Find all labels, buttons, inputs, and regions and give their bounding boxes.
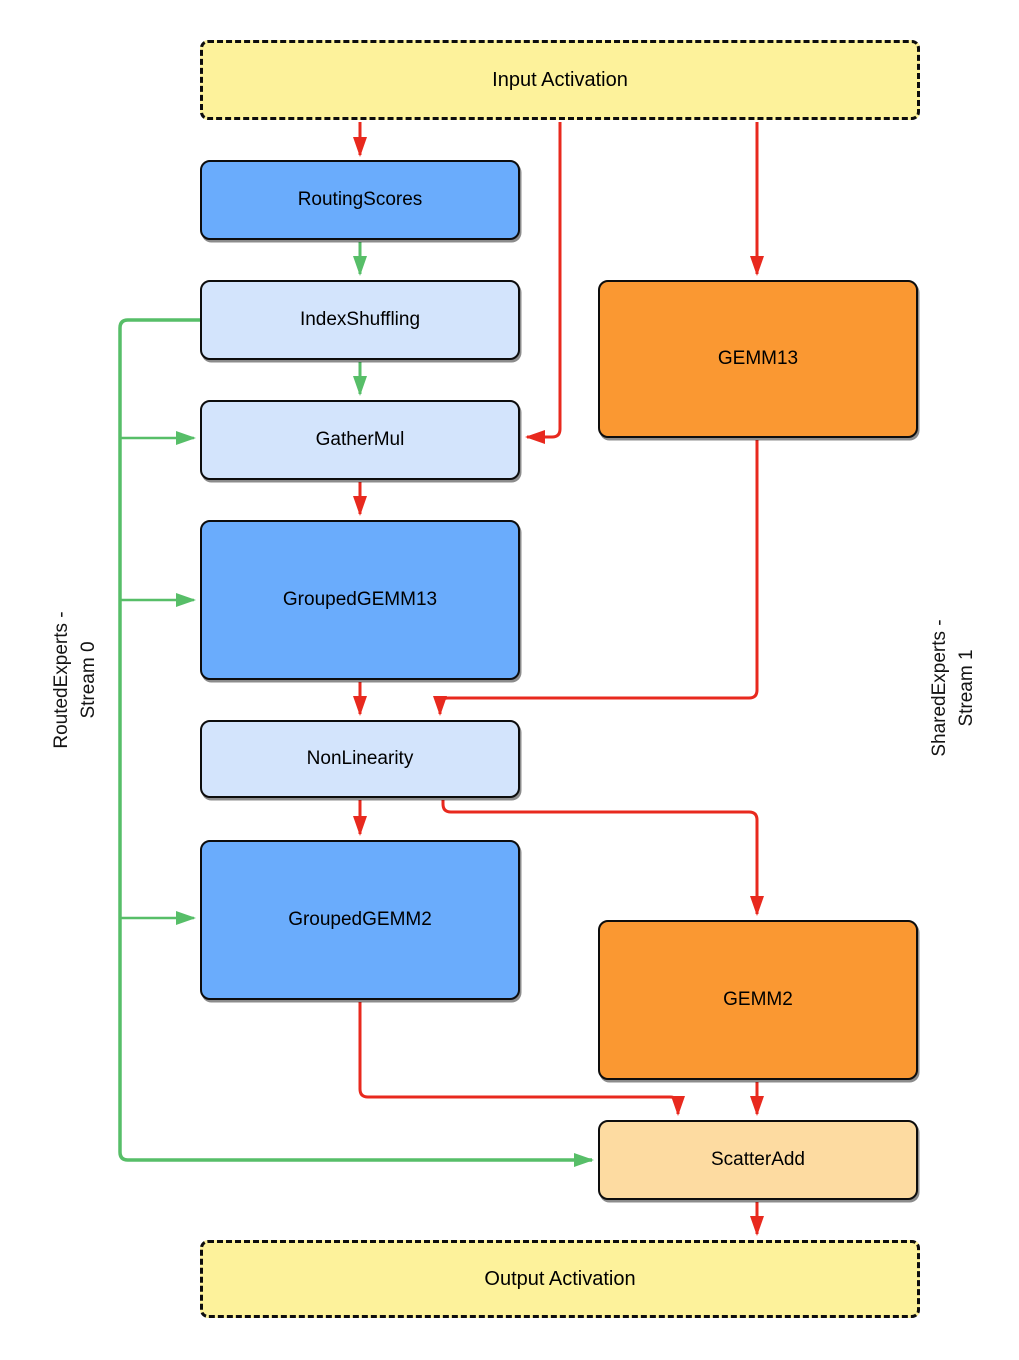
stream-label-shared-experts: SharedExperts - Stream 1 bbox=[926, 568, 980, 808]
node-gemm2: GEMM2 bbox=[598, 920, 918, 1080]
stream-label-routed-experts-line1: RoutedExperts - bbox=[51, 611, 72, 749]
node-index-shuffling-label: IndexShuffling bbox=[299, 309, 421, 330]
stream-label-routed-experts: RoutedExperts - Stream 0 bbox=[48, 560, 102, 800]
node-scatter-add-label: ScatterAdd bbox=[711, 1149, 805, 1170]
stream-label-shared-experts-line1: SharedExperts - bbox=[929, 619, 950, 757]
node-non-linearity: NonLinearity bbox=[200, 720, 520, 798]
node-input-activation: Input Activation bbox=[200, 40, 920, 120]
edge-input-to-gathermul bbox=[525, 122, 562, 444]
node-scatter-add: ScatterAdd bbox=[598, 1120, 918, 1200]
node-grouped-gemm13-label: GroupedGEMM13 bbox=[282, 589, 438, 610]
node-routing-scores: RoutingScores bbox=[200, 160, 520, 240]
node-gather-mul: GatherMul bbox=[200, 400, 520, 480]
node-routing-scores-label: RoutingScores bbox=[297, 189, 423, 210]
node-output-activation-label: Output Activation bbox=[484, 1267, 636, 1290]
node-grouped-gemm2-label: GroupedGEMM2 bbox=[288, 909, 432, 930]
node-gemm13: GEMM13 bbox=[598, 280, 918, 438]
stream-label-routed-experts-line2: Stream 0 bbox=[78, 641, 99, 719]
node-index-shuffling: IndexShuffling bbox=[200, 280, 520, 360]
node-output-activation: Output Activation bbox=[200, 1240, 920, 1318]
node-grouped-gemm2: GroupedGEMM2 bbox=[200, 840, 520, 1000]
node-gemm13-label: GEMM13 bbox=[717, 348, 799, 369]
node-gemm2-label: GEMM2 bbox=[723, 989, 793, 1010]
node-gather-mul-label: GatherMul bbox=[315, 429, 405, 450]
node-non-linearity-label: NonLinearity bbox=[306, 748, 414, 769]
node-input-activation-label: Input Activation bbox=[492, 68, 628, 91]
node-grouped-gemm13: GroupedGEMM13 bbox=[200, 520, 520, 680]
stream-label-shared-experts-line2: Stream 1 bbox=[956, 649, 977, 727]
